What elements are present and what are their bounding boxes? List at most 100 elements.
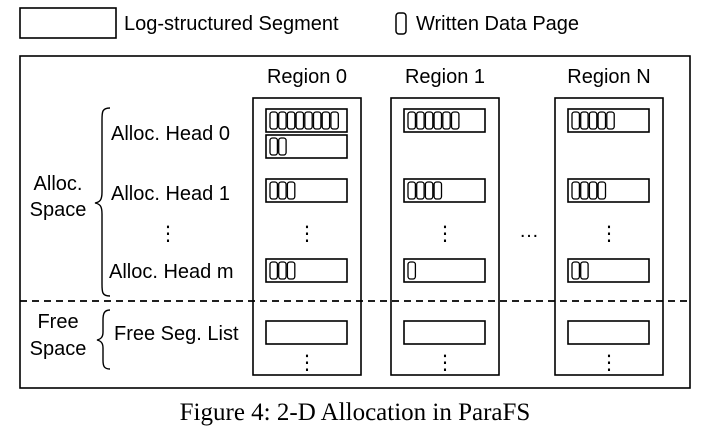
data-page xyxy=(407,261,417,280)
region-dots-alloc: ⋮ xyxy=(599,223,619,245)
legend-segment-swatch xyxy=(19,7,117,39)
data-page xyxy=(278,111,287,130)
region-title: Region 0 xyxy=(267,66,347,88)
data-page xyxy=(278,137,287,156)
alloc-head-1-label: Alloc. Head 1 xyxy=(111,183,230,205)
data-page xyxy=(442,111,451,130)
data-page xyxy=(330,111,339,130)
free-space-label-line2: Space xyxy=(30,338,87,360)
segment-box xyxy=(265,320,348,345)
segment-box xyxy=(567,258,650,283)
region-title: Region N xyxy=(567,66,650,88)
head0-segment xyxy=(265,108,348,133)
data-page xyxy=(424,181,434,200)
alloc-space-brace xyxy=(94,107,111,297)
head0-segment xyxy=(265,134,348,159)
head0-segment xyxy=(403,108,486,133)
data-page xyxy=(433,181,443,200)
segment-box xyxy=(567,178,650,203)
data-page xyxy=(433,111,443,130)
data-page xyxy=(295,111,305,130)
headm-segment xyxy=(567,258,650,283)
data-page xyxy=(269,261,279,280)
free-segment xyxy=(567,320,650,345)
headm-segment xyxy=(403,258,486,283)
data-page xyxy=(286,111,296,130)
region-dots-free: ⋮ xyxy=(599,352,619,374)
legend-page-swatch xyxy=(395,12,407,35)
region-1: Region 1 ⋮ ⋮ xyxy=(390,66,500,376)
free-space-label-line1: Free xyxy=(37,311,78,333)
data-page xyxy=(588,181,598,200)
segment-box xyxy=(265,108,348,133)
head1-segment xyxy=(567,178,650,203)
data-page xyxy=(304,111,313,130)
region-0: Region 0 ⋮ ⋮ xyxy=(252,66,362,376)
alloc-head-m-label: Alloc. Head m xyxy=(109,261,234,283)
segment-box xyxy=(403,108,486,133)
data-page xyxy=(571,111,581,130)
data-page xyxy=(571,261,581,280)
data-page xyxy=(321,111,331,130)
head0-segment xyxy=(567,108,650,133)
segment-box xyxy=(403,178,486,203)
regions: Region 0 ⋮ ⋮ Region 1 ⋮ ⋮ Region N ⋮ ⋮ xyxy=(252,66,664,376)
segment-box xyxy=(567,320,650,345)
free-segment xyxy=(265,320,348,345)
segment-box xyxy=(403,320,486,345)
region-dots-free: ⋮ xyxy=(297,352,317,374)
data-page xyxy=(580,181,589,200)
region-title: Region 1 xyxy=(405,66,485,88)
data-page xyxy=(416,111,425,130)
data-page xyxy=(269,111,279,130)
data-page xyxy=(269,181,279,200)
data-page xyxy=(269,137,279,156)
headm-segment xyxy=(265,258,348,283)
region-frame xyxy=(554,97,664,376)
segment-box xyxy=(265,258,348,283)
free-segment xyxy=(403,320,486,345)
data-page xyxy=(286,181,296,200)
alloc-space-label-line2: Space xyxy=(30,199,87,221)
data-page xyxy=(580,261,589,280)
data-page xyxy=(278,181,287,200)
region-dots-alloc: ⋮ xyxy=(297,223,317,245)
data-page xyxy=(588,111,598,130)
legend-page-label: Written Data Page xyxy=(416,13,579,35)
data-page xyxy=(312,111,322,130)
segment-box xyxy=(265,178,348,203)
data-page xyxy=(606,111,615,130)
alloc-head-0-label: Alloc. Head 0 xyxy=(111,123,230,145)
segment-box xyxy=(265,134,348,159)
data-page xyxy=(407,111,417,130)
segment-box xyxy=(403,258,486,283)
data-page xyxy=(424,111,434,130)
data-page xyxy=(416,181,425,200)
data-page xyxy=(597,111,607,130)
alloc-space-label-line1: Alloc. xyxy=(34,173,83,195)
legend-segment-label: Log-structured Segment xyxy=(124,13,339,35)
data-page xyxy=(286,261,296,280)
region-dots-alloc: ⋮ xyxy=(435,223,455,245)
segment-box xyxy=(567,108,650,133)
outer-frame xyxy=(19,55,691,389)
data-page xyxy=(580,111,589,130)
region-ellipsis: … xyxy=(519,220,539,242)
free-seg-list-label: Free Seg. List xyxy=(114,323,239,345)
alloc-head-dots: ⋮ xyxy=(158,223,178,245)
legend: Log-structured Segment Written Data Page xyxy=(19,7,579,39)
region-frame xyxy=(252,97,362,376)
data-page xyxy=(407,181,417,200)
data-page xyxy=(450,111,460,130)
free-space-brace xyxy=(96,309,111,370)
region-frame xyxy=(390,97,500,376)
region-dots-free: ⋮ xyxy=(435,352,455,374)
region-2: Region N ⋮ ⋮ xyxy=(554,66,664,376)
data-page xyxy=(571,181,581,200)
data-page xyxy=(597,181,607,200)
data-page xyxy=(278,261,287,280)
figure-caption: Figure 4: 2-D Allocation in ParaFS xyxy=(180,399,531,426)
head1-segment xyxy=(403,178,486,203)
head1-segment xyxy=(265,178,348,203)
